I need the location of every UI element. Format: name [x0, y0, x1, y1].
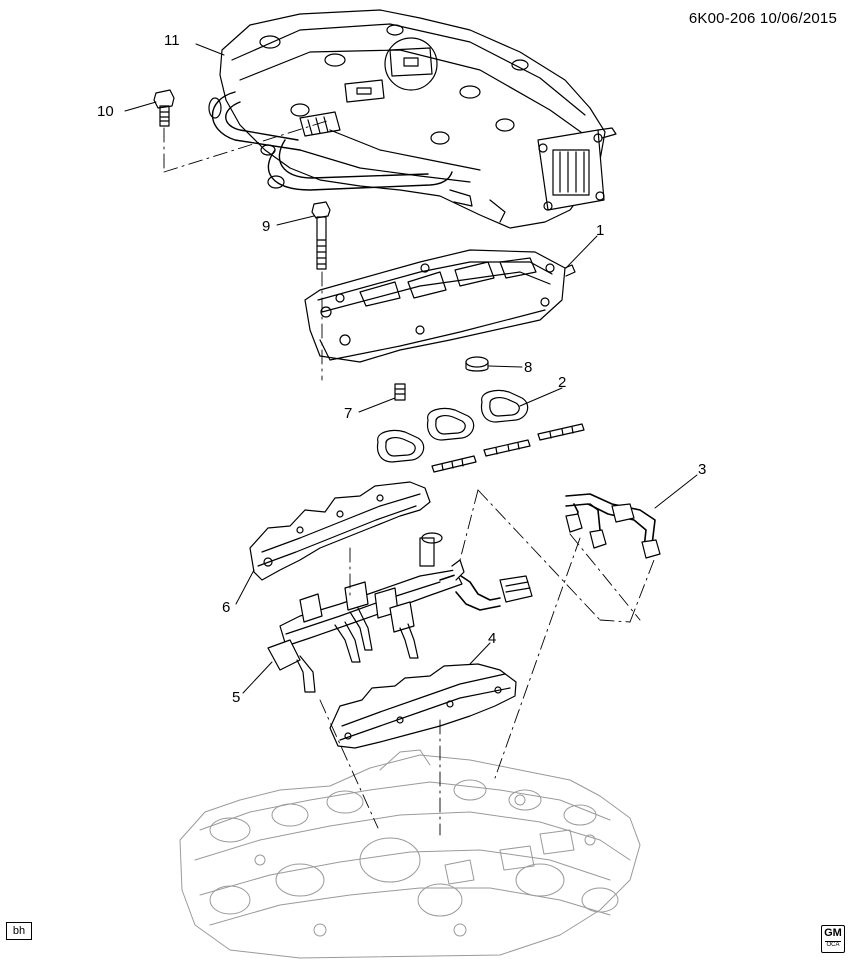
callout-7: 7: [344, 405, 353, 422]
callout-5: 5: [232, 689, 241, 706]
bolt-part-10: [154, 90, 174, 126]
document-id-date: 6K00-206 10/06/2015: [689, 10, 837, 27]
gm-logo: GM OCA: [821, 925, 845, 953]
callout-10: 10: [97, 103, 114, 120]
fuel-pipe-part-3: [566, 494, 660, 558]
diagram-id: 6K00-206: [688, 10, 756, 27]
fuel-rail-cover-part-6: [250, 482, 430, 580]
lower-intake-manifold: [305, 250, 575, 362]
callout-leader-lines: [125, 44, 697, 693]
callout-2: 2: [558, 374, 567, 391]
callout-11: 11: [164, 32, 180, 49]
gm-logo-subtext: OCA: [826, 942, 840, 948]
diagram-date: 10/06/2015: [759, 10, 837, 27]
gm-logo-divider: [825, 941, 841, 942]
fuel-injector-cover-part-4: [330, 664, 516, 748]
callout-1: 1: [596, 222, 605, 239]
callout-9: 9: [262, 218, 271, 235]
engine-block-ghost: [180, 750, 640, 958]
callout-8: 8: [524, 359, 533, 376]
fuel-rail-injectors-part-5: [268, 533, 532, 692]
corner-badge: bh: [6, 922, 32, 940]
callout-4: 4: [488, 630, 497, 647]
stud-part-7: [395, 384, 405, 400]
gasket-part-2: [378, 390, 584, 472]
callout-6: 6: [222, 599, 231, 616]
gm-logo-text: GM: [824, 927, 842, 939]
callout-3: 3: [698, 461, 707, 478]
alignment-lines: [164, 120, 654, 835]
plug-part-8: [466, 357, 488, 371]
bolt-part-9: [312, 202, 330, 269]
upper-intake-manifold: [209, 10, 616, 228]
